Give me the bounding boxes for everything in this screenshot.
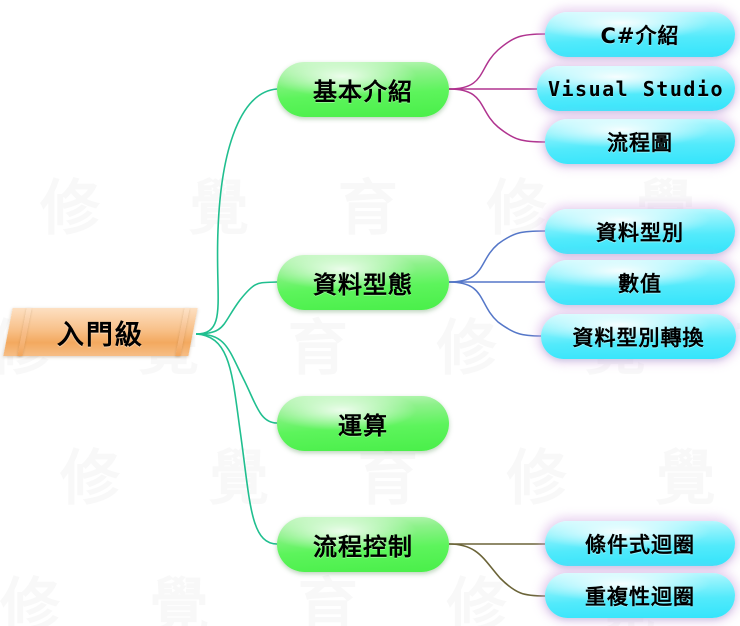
links-flow-control	[448, 543, 546, 597]
leaf-node-conditional-loop[interactable]: 條件式迴圈	[545, 521, 735, 566]
branch-label: 流程控制	[313, 533, 413, 561]
link-root-flow-control	[195, 333, 278, 545]
links-basic-intro	[448, 33, 546, 143]
link-basic-intro-csharp-intro	[448, 33, 546, 90]
leaf-node-repetitive-loop[interactable]: 重複性迴圈	[545, 573, 735, 618]
leaf-label: C#介紹	[600, 23, 680, 48]
link-flow-control-repetitive-loop	[448, 543, 546, 597]
link-root-basic-intro	[195, 88, 278, 335]
links-data-type	[448, 230, 546, 337]
branch-node-basic-intro[interactable]: 基本介紹	[277, 62, 449, 117]
link-root-data-type	[195, 281, 278, 335]
link-data-type-data-types	[448, 230, 546, 283]
leaf-label: 數值	[618, 271, 662, 296]
leaf-label: Visual Studio	[547, 76, 725, 101]
root-node-label: 入門級	[57, 319, 144, 351]
leaf-node-data-types[interactable]: 資料型別	[545, 209, 735, 254]
leaf-node-visual-studio[interactable]: Visual Studio	[537, 66, 735, 111]
leaf-label: 資料型別轉換	[572, 325, 705, 350]
branch-label: 基本介紹	[313, 78, 413, 106]
branch-label: 資料型態	[313, 271, 413, 299]
leaf-node-flowchart[interactable]: 流程圖	[545, 119, 735, 164]
leaf-node-csharp-intro[interactable]: C#介紹	[545, 12, 735, 57]
branch-node-flow-control[interactable]: 流程控制	[277, 517, 449, 572]
leaf-label: 流程圖	[607, 130, 673, 155]
leaf-node-numeric-value[interactable]: 數值	[545, 260, 735, 305]
link-data-type-type-conversion	[448, 281, 542, 337]
leaf-label: 條件式迴圈	[585, 532, 695, 557]
root-node[interactable]: 入門級	[3, 308, 198, 356]
branch-label: 運算	[338, 412, 388, 440]
link-root-operations	[195, 333, 278, 424]
leaf-label: 重複性迴圈	[585, 584, 695, 609]
leaf-label: 資料型別	[596, 220, 684, 245]
trunk-links	[195, 88, 278, 545]
link-basic-intro-flowchart	[448, 88, 546, 143]
branch-node-data-type[interactable]: 資料型態	[277, 255, 449, 310]
leaf-node-type-conversion[interactable]: 資料型別轉換	[541, 314, 736, 359]
branch-node-operations[interactable]: 運算	[277, 396, 449, 451]
